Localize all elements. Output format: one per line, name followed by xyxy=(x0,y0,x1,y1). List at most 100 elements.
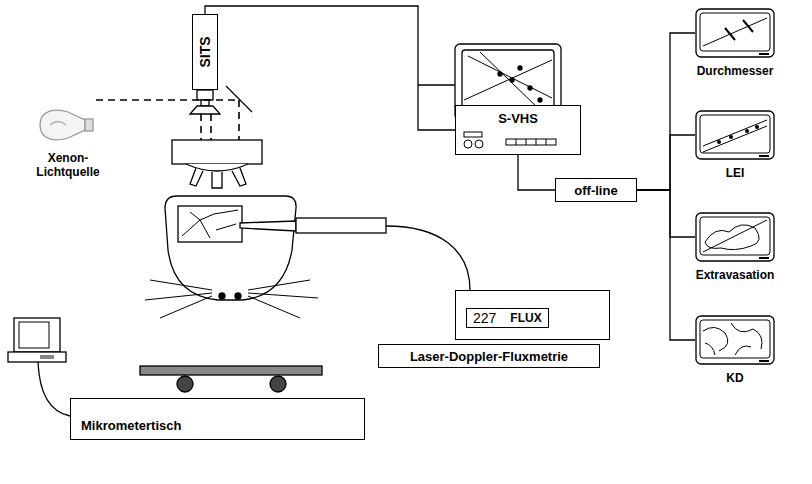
drawing-part xyxy=(745,129,749,133)
drawing-part xyxy=(240,221,296,231)
signal-wire xyxy=(637,33,695,190)
drawing-part xyxy=(464,132,482,137)
drawing-part xyxy=(197,90,213,100)
drawing-part xyxy=(518,66,522,70)
drawing-part xyxy=(725,20,753,40)
drawing-part xyxy=(85,119,93,131)
drawing-part xyxy=(165,196,296,300)
drawing-part xyxy=(40,110,85,140)
monitor-icon xyxy=(695,315,775,365)
drawing-part xyxy=(140,366,322,375)
drawing-part xyxy=(703,120,767,152)
signal-wire xyxy=(637,190,695,340)
drawing-part xyxy=(226,86,252,112)
drawing-part xyxy=(201,100,209,106)
lamp-label: Xenon-Lichtquelle xyxy=(28,152,108,180)
drawing-part xyxy=(96,99,238,101)
drawing-part xyxy=(510,78,514,82)
drawing-part xyxy=(145,280,318,318)
drawing-part xyxy=(418,84,455,85)
signal-wire xyxy=(637,135,695,190)
monitor-icon xyxy=(695,8,775,58)
drawing-part xyxy=(759,360,769,362)
drawing-part xyxy=(38,362,70,416)
signal-wire xyxy=(518,155,555,190)
drawing-part xyxy=(475,140,483,148)
drawing-part xyxy=(296,218,386,233)
drawing-part xyxy=(700,115,770,153)
analysis-monitor: Durchmesser xyxy=(680,8,790,78)
drawing-part xyxy=(190,106,220,114)
flux-value: 227 xyxy=(473,310,496,326)
flux-display: 227 FLUX xyxy=(466,308,549,328)
drawing-part xyxy=(464,52,552,110)
drawing-part xyxy=(696,316,774,364)
drawing-part xyxy=(516,139,546,145)
box-label: Laser-Doppler-Fluxmetrie xyxy=(410,349,568,364)
drawing-part xyxy=(172,140,262,164)
drawing-part xyxy=(200,114,202,140)
drawing-part xyxy=(386,226,470,290)
drawing-part xyxy=(50,122,66,126)
camera-box: SITS xyxy=(192,14,218,90)
signal-wire xyxy=(637,190,695,237)
monitor-caption: Extravasation xyxy=(696,268,775,282)
drawing-part xyxy=(178,206,242,242)
monitor-caption: KD xyxy=(726,371,743,385)
drawing-part xyxy=(219,293,225,299)
drawing-part xyxy=(182,210,238,238)
mouse-head xyxy=(145,196,318,318)
drawing-part xyxy=(464,140,472,148)
drawing-part xyxy=(19,322,49,348)
drawing-part xyxy=(212,172,222,188)
drawing-part xyxy=(700,320,770,358)
drawing-part xyxy=(703,18,767,46)
monitor-caption: Durchmesser xyxy=(697,64,774,78)
drawing-part xyxy=(759,53,769,55)
flux-meter: 227 FLUX xyxy=(455,290,610,340)
box-label: off-line xyxy=(574,183,617,198)
stage-label-box: Mikrometertisch xyxy=(70,398,365,440)
drawing-part xyxy=(40,355,54,359)
monitor-icon xyxy=(695,110,775,160)
drawing-part xyxy=(506,139,556,145)
drawing-part xyxy=(703,220,767,252)
xenon-lamp xyxy=(40,110,93,140)
drawing-part xyxy=(8,352,66,362)
device-name: S-VHS xyxy=(456,111,580,126)
drawing-part xyxy=(755,125,759,129)
drawing-part xyxy=(210,114,212,140)
drawing-part xyxy=(270,376,286,392)
stage-name: Mikrometertisch xyxy=(81,418,181,433)
analysis-monitor: KD xyxy=(680,315,790,385)
drawing-part xyxy=(190,168,203,186)
drawing-part xyxy=(498,72,502,76)
drawing-part xyxy=(528,86,532,90)
recorder-box: S-VHS xyxy=(455,105,581,155)
drawing-part xyxy=(238,100,240,140)
drawing-part xyxy=(462,50,554,112)
drawing-part xyxy=(729,135,733,139)
drawing-part xyxy=(703,323,762,355)
micrometer-stage xyxy=(140,366,322,392)
monitor-caption: LEI xyxy=(726,166,745,180)
drawing-part xyxy=(696,9,774,57)
drawing-part xyxy=(177,376,193,392)
drawing-part xyxy=(696,111,774,159)
flux-unit: FLUX xyxy=(510,311,541,325)
camera-name: SITS xyxy=(197,36,213,67)
drawing-part xyxy=(538,98,542,102)
drawing-part xyxy=(696,213,774,261)
drawing-part xyxy=(759,155,769,157)
microscope xyxy=(172,140,262,188)
drawing-part xyxy=(700,13,770,51)
analysis-monitor: LEI xyxy=(680,110,790,180)
drawing-part xyxy=(232,168,246,186)
computer xyxy=(8,318,70,416)
drawing-part xyxy=(14,318,60,352)
signal-wire xyxy=(205,6,455,130)
device-label-box: Laser-Doppler-Fluxmetrie xyxy=(378,344,600,368)
offline-box: off-line xyxy=(555,178,637,202)
drawing-part xyxy=(759,257,769,259)
